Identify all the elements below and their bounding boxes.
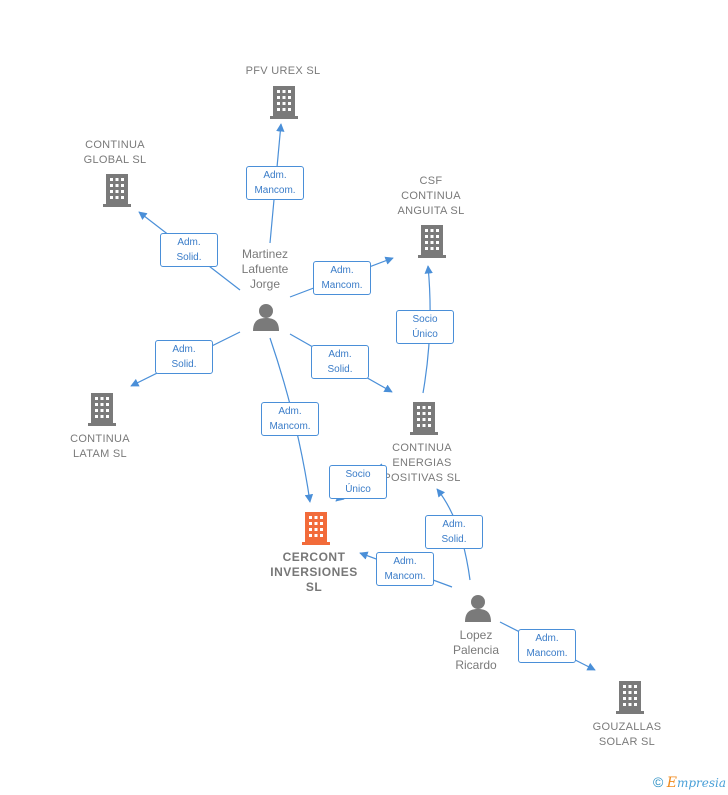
brand-initial: E xyxy=(666,775,677,791)
empresia-watermark[interactable]: © Empresia xyxy=(653,774,726,791)
edge-label-lopez-energias: Adm. Solid. xyxy=(425,515,483,549)
brand-name: mpresia xyxy=(676,776,726,790)
building-icon-energias[interactable] xyxy=(410,402,438,435)
edges xyxy=(130,123,596,671)
person-icon-lopez[interactable] xyxy=(465,595,491,622)
building-icon-global[interactable] xyxy=(103,174,131,207)
edge-label-martinez-latam: Adm. Solid. xyxy=(155,340,213,374)
edge-label-martinez-energias: Adm. Solid. xyxy=(311,345,369,379)
person-icon-martinez[interactable] xyxy=(253,304,279,331)
edge-label-martinez-cercont: Adm. Mancom. xyxy=(261,402,319,436)
building-icon-cercont[interactable] xyxy=(302,512,330,545)
node-label-pfv[interactable]: PFV UREX SL xyxy=(245,65,321,77)
building-icon-pfv[interactable] xyxy=(270,86,298,119)
edge-label-martinez-global: Adm. Solid. xyxy=(160,233,218,267)
node-label-global[interactable]: CONTINUA GLOBAL SL xyxy=(83,139,147,166)
building-icon-latam[interactable] xyxy=(88,393,116,426)
node-label-martinez[interactable]: Martinez Lafuente Jorge xyxy=(241,247,289,291)
node-label-gouzallas[interactable]: GOUZALLAS SOLAR SL xyxy=(592,721,662,748)
node-label-latam[interactable]: CONTINUA LATAM SL xyxy=(70,433,130,460)
building-icon-gouzallas[interactable] xyxy=(616,681,644,714)
edge-label-energias-csf: Socio Único xyxy=(396,310,454,344)
copyright-icon: © xyxy=(653,774,664,790)
edge-label-martinez-pfv: Adm. Mancom. xyxy=(246,166,304,200)
edge-label-martinez-csf: Adm. Mancom. xyxy=(313,261,371,295)
edge-label-lopez-cercont: Adm. Mancom. xyxy=(376,552,434,586)
edge-label-energias-cercont: Socio Único xyxy=(329,465,387,499)
node-label-cercont[interactable]: CERCONT INVERSIONES SL xyxy=(270,550,358,594)
node-label-csf[interactable]: CSF CONTINUA ANGUITA SL xyxy=(397,175,465,217)
node-label-lopez[interactable]: Lopez Palencia Ricardo xyxy=(452,628,500,672)
node-label-energias[interactable]: CONTINUA ENERGIAS POSITIVAS SL xyxy=(383,442,461,484)
building-icon-csf[interactable] xyxy=(418,225,446,258)
edge-label-lopez-gouzallas: Adm. Mancom. xyxy=(518,629,576,663)
